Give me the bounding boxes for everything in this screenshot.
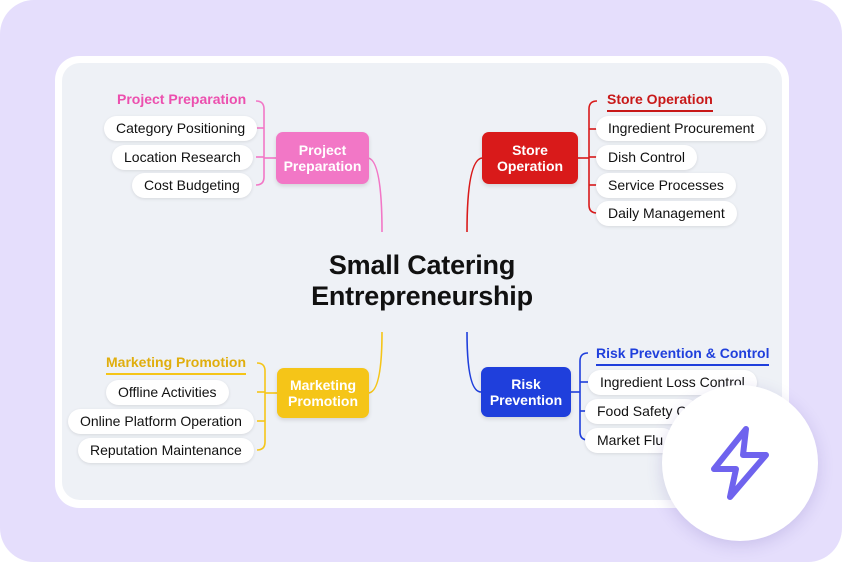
leaf-dish-control[interactable]: Dish Control <box>596 145 698 170</box>
branch-label: Marketing Promotion <box>288 377 358 409</box>
leaf-service-processes[interactable]: Service Processes <box>596 173 736 198</box>
quick-action-badge[interactable] <box>662 385 818 541</box>
leaf-reputation-maintenance[interactable]: Reputation Maintenance <box>78 438 254 463</box>
category-marketing-promotion: Marketing Promotion <box>106 354 247 375</box>
leaf-location-research[interactable]: Location Research <box>112 145 253 170</box>
branch-marketing-promotion[interactable]: Marketing Promotion <box>277 368 369 418</box>
branch-label: Risk Prevention <box>489 376 563 408</box>
leaf-online-platform-operation[interactable]: Online Platform Operation <box>68 409 254 434</box>
leaf-offline-activities[interactable]: Offline Activities <box>106 380 229 405</box>
store-operation-connectors <box>466 100 598 233</box>
leaf-daily-management[interactable]: Daily Management <box>596 201 737 226</box>
category-project-preparation: Project Preparation <box>117 91 247 107</box>
branch-store-operation[interactable]: Store Operation <box>482 132 578 184</box>
branch-risk-prevention[interactable]: Risk Prevention <box>481 367 571 417</box>
category-store-operation: Store Operation <box>607 91 713 112</box>
leaf-category-positioning[interactable]: Category Positioning <box>104 116 258 141</box>
risk-prevention-connectors <box>466 331 589 441</box>
project-preparation-connectors <box>255 100 383 233</box>
central-topic: Small Catering Entrepreneurship <box>311 250 533 311</box>
marketing-promotion-connectors <box>256 331 383 451</box>
branch-project-preparation[interactable]: Project Preparation <box>276 132 369 184</box>
branch-label: Project Preparation <box>283 142 362 174</box>
leaf-market-fluctuation[interactable]: Market Flu <box>585 428 676 453</box>
category-risk-prevention-control: Risk Prevention & Control <box>596 345 770 366</box>
lightning-bolt-icon <box>711 426 769 500</box>
leaf-ingredient-procurement[interactable]: Ingredient Procurement <box>596 116 767 141</box>
branch-label: Store Operation <box>496 142 564 174</box>
leaf-cost-budgeting[interactable]: Cost Budgeting <box>132 173 252 198</box>
